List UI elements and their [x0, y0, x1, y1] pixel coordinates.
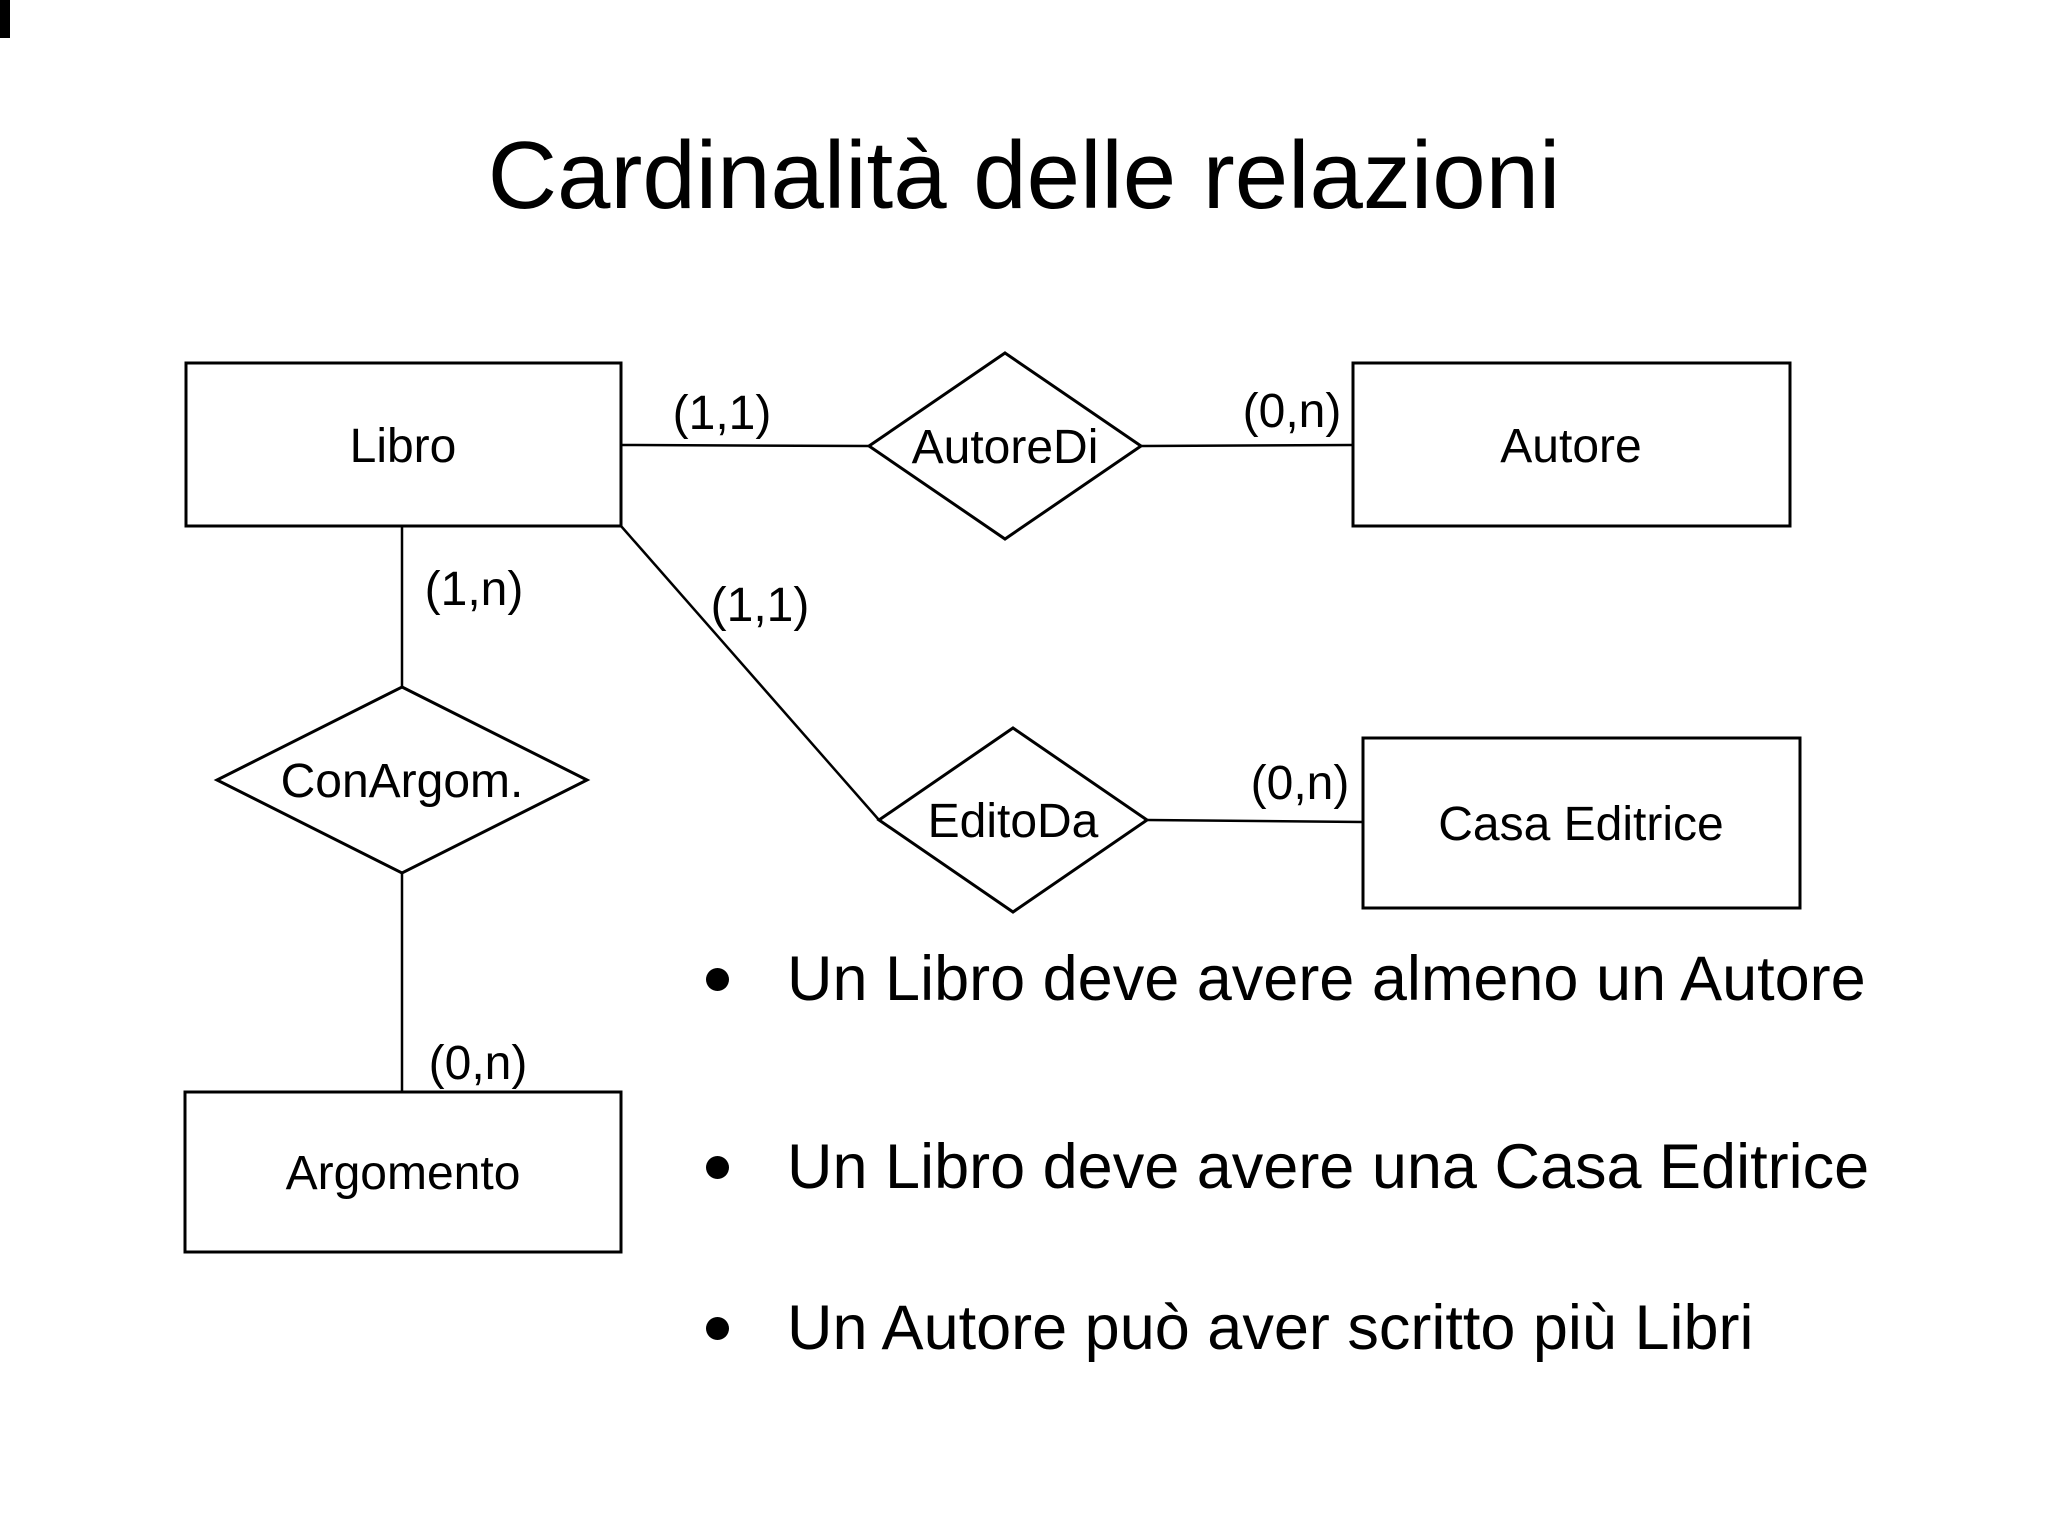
entity-autore-box — [1351, 361, 1792, 528]
relationship-autoredi-label: AutoreDi — [912, 421, 1099, 474]
scan-artifact — [0, 0, 10, 38]
relationship-autoredi-diamond — [866, 351, 1144, 541]
cardinality-libro-editoda: (1,1) — [711, 579, 810, 632]
bullet-item: Un Autore può aver scritto più Libri — [706, 1297, 1754, 1360]
entity-libro-box — [184, 361, 623, 528]
bullet-dot-icon — [706, 1156, 729, 1179]
bullet-text: Un Libro deve avere una Casa Editrice — [787, 1132, 1870, 1202]
entity-libro-label: Libro — [350, 420, 457, 473]
connector-editoda-casa-editrice — [1146, 818, 1364, 824]
relationship-editoda-label: EditoDa — [928, 795, 1099, 848]
relationship-conargom-label: ConArgom. — [281, 755, 524, 808]
bullet-dot-icon — [706, 968, 729, 991]
cardinality-libro-conargom: (1,n) — [425, 563, 524, 616]
connector-autoredi-autore — [1140, 443, 1354, 448]
connector-libro-autoredi — [620, 443, 870, 448]
entity-argomento-box — [183, 1090, 623, 1254]
bullet-dot-icon — [706, 1317, 729, 1340]
bullet-text: Un Autore può aver scritto più Libri — [787, 1293, 1754, 1363]
bullet-text: Un Libro deve avere almeno un Autore — [787, 944, 1866, 1014]
bullet-item: Un Libro deve avere almeno un Autore — [706, 948, 1866, 1011]
page-title: Cardinalità delle relazioni — [487, 122, 1561, 230]
entity-autore-label: Autore — [1500, 420, 1641, 473]
relationship-editoda-diamond — [876, 726, 1150, 914]
connector-libro-editoda — [620, 525, 880, 821]
cardinality-libro-autoredi: (1,1) — [673, 387, 772, 440]
cardinality-autoredi-autore: (0,n) — [1243, 385, 1342, 438]
bullet-item: Un Libro deve avere una Casa Editrice — [706, 1136, 1869, 1199]
entity-casa-editrice-label: Casa Editrice — [1438, 798, 1723, 851]
cardinality-conargom-argomento: (0,n) — [429, 1037, 528, 1090]
cardinality-editoda-casa: (0,n) — [1251, 757, 1350, 810]
entity-casa-editrice-box — [1361, 736, 1802, 910]
entity-argomento-label: Argomento — [286, 1147, 521, 1200]
relationship-conargom-diamond — [213, 685, 591, 875]
